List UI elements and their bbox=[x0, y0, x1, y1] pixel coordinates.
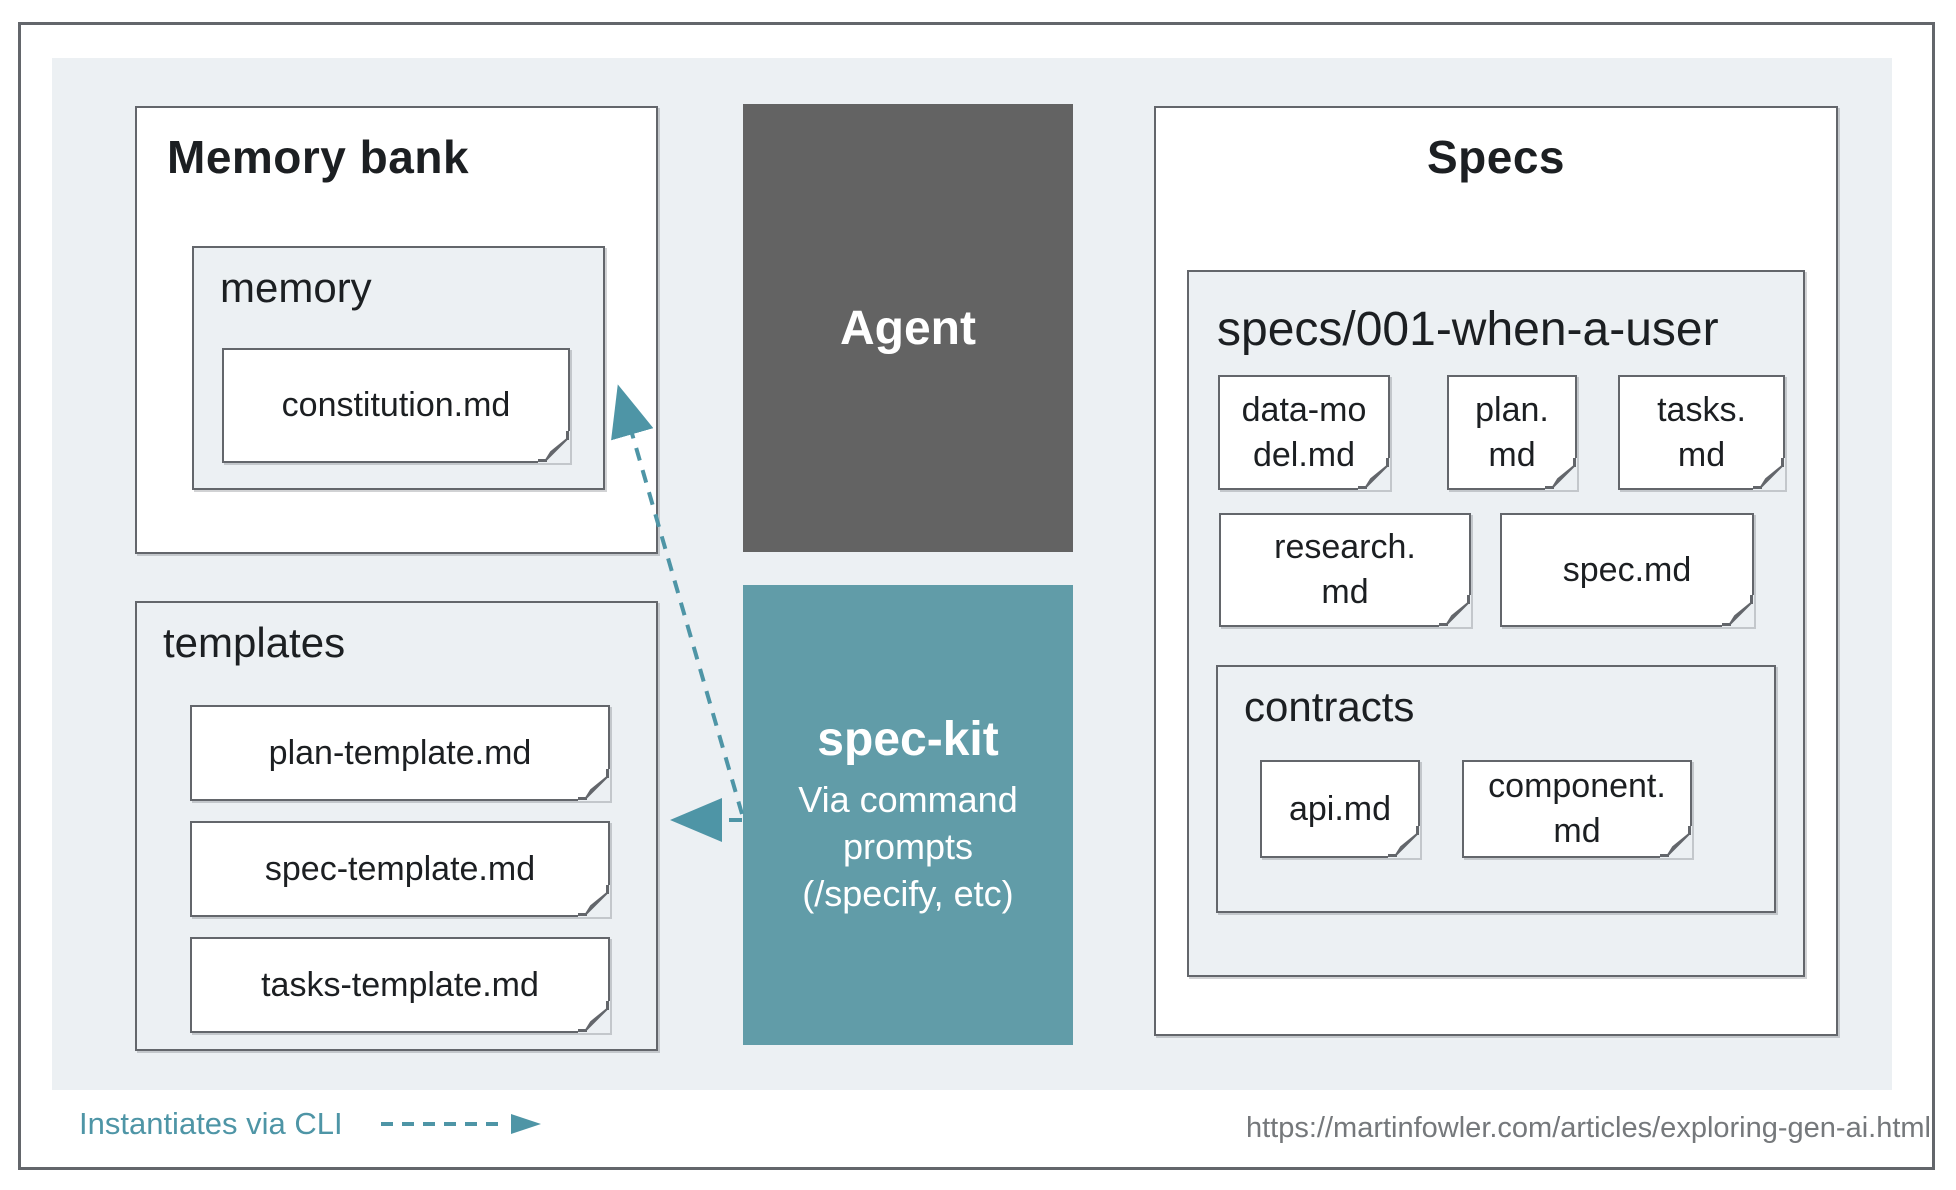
file-card-spec: spec.md bbox=[1500, 513, 1754, 627]
folded-corner-icon bbox=[1439, 595, 1471, 627]
folded-corner-icon bbox=[1545, 458, 1577, 490]
specs-title: Specs bbox=[1426, 131, 1566, 183]
source-url: https://martinfowler.com/articles/explor… bbox=[1246, 1112, 1931, 1144]
folded-corner-icon bbox=[1388, 826, 1420, 858]
file-label: constitution.md bbox=[281, 386, 511, 425]
file-label: data-mo del.md bbox=[1241, 390, 1367, 474]
file-card-tasks: tasks. md bbox=[1618, 375, 1785, 490]
spec-kit-box: spec-kit Via command prompts (/specify, … bbox=[743, 585, 1073, 1045]
templates-label: templates bbox=[163, 619, 346, 666]
file-card-research: research. md bbox=[1219, 513, 1471, 627]
folded-corner-icon bbox=[1722, 595, 1754, 627]
file-label: tasks-template.md bbox=[261, 965, 539, 1004]
file-card-spec-template: spec-template.md bbox=[190, 821, 610, 917]
legend: Instantiates via CLI bbox=[79, 1106, 549, 1142]
file-card-api: api.md bbox=[1260, 760, 1420, 858]
file-label: plan. md bbox=[1475, 390, 1549, 474]
folded-corner-icon bbox=[1753, 458, 1785, 490]
file-card-plan: plan. md bbox=[1447, 375, 1577, 490]
file-label: component. md bbox=[1488, 767, 1666, 850]
folded-corner-icon bbox=[538, 431, 570, 463]
contracts-label: contracts bbox=[1244, 683, 1415, 730]
file-card-constitution: constitution.md bbox=[222, 348, 570, 463]
file-card-component: component. md bbox=[1462, 760, 1692, 858]
file-label: research. md bbox=[1274, 528, 1416, 611]
folded-corner-icon bbox=[578, 1001, 610, 1033]
memory-folder-label: memory bbox=[220, 264, 372, 311]
folded-corner-icon bbox=[578, 769, 610, 801]
agent-label: Agent bbox=[840, 301, 976, 355]
file-label: spec.md bbox=[1562, 550, 1692, 589]
spec-kit-title: spec-kit bbox=[817, 713, 999, 767]
file-card-plan-template: plan-template.md bbox=[190, 705, 610, 801]
memory-bank-title: Memory bank bbox=[167, 131, 470, 183]
agent-box: Agent bbox=[743, 104, 1073, 552]
spec-kit-subtitle: Via command prompts (/specify, etc) bbox=[798, 779, 1018, 914]
file-card-tasks-template: tasks-template.md bbox=[190, 937, 610, 1033]
legend-label: Instantiates via CLI bbox=[79, 1106, 343, 1141]
folded-corner-icon bbox=[578, 885, 610, 917]
file-label: api.md bbox=[1288, 789, 1392, 828]
legend-arrow-icon bbox=[380, 1114, 541, 1134]
specs-folder-title: specs/001-when-a-user bbox=[1217, 303, 1719, 356]
file-card-data-model: data-mo del.md bbox=[1218, 375, 1390, 490]
file-label: spec-template.md bbox=[264, 849, 536, 888]
file-label: plan-template.md bbox=[268, 733, 532, 772]
file-label: tasks. md bbox=[1657, 390, 1746, 474]
